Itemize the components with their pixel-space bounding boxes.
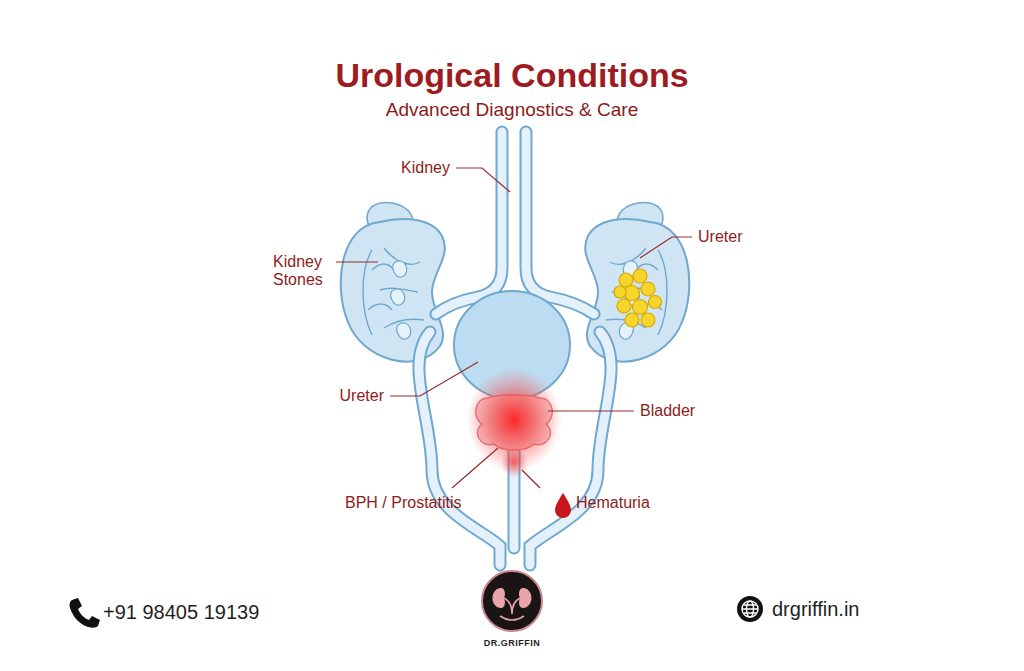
part-label: Ureter (698, 228, 742, 246)
website-address: drgriffin.in (772, 598, 859, 621)
page-title: Urological Conditions (335, 56, 688, 95)
condition-label: Kidney Stones (273, 253, 335, 288)
blood-drop-icon (555, 493, 571, 518)
part-label: Bladder (640, 402, 695, 420)
phone-icon (70, 598, 100, 628)
leader-lines (336, 168, 692, 488)
part-label: Kidney (401, 159, 450, 177)
condition-label: BPH / Prostatitis (345, 494, 461, 512)
globe-icon (737, 596, 763, 622)
condition-label: Hematuria (576, 494, 650, 512)
subtitle: Advanced Diagnostics & Care (386, 99, 638, 121)
phone-number: +91 98405 19139 (103, 601, 259, 624)
logo-mark (482, 571, 542, 631)
logo-text: DR.GRIFFIN (484, 638, 541, 648)
urethra-glow (500, 446, 528, 478)
part-label: Ureter (340, 387, 384, 405)
kidney-stones (614, 269, 662, 327)
